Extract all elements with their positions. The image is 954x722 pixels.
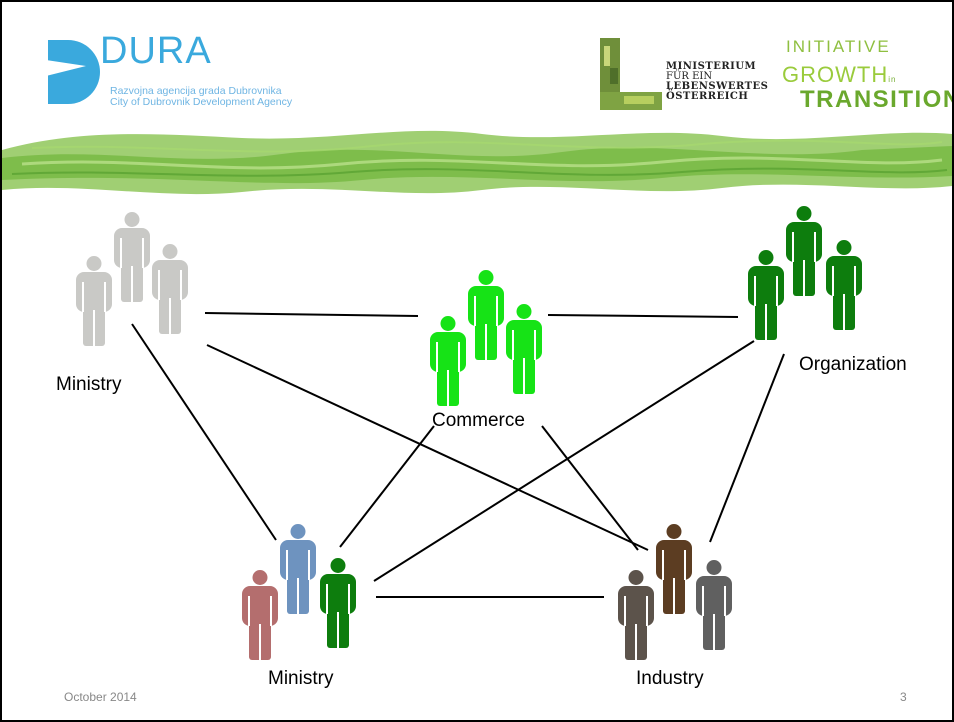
person-icon <box>280 524 316 614</box>
person-icon <box>468 270 504 360</box>
person-icon <box>76 256 112 346</box>
connection-line <box>547 314 739 318</box>
person-icon <box>320 558 356 648</box>
footer-date: October 2014 <box>64 690 137 704</box>
label-industry: Industry <box>636 668 704 689</box>
label-commerce: Commerce <box>432 410 525 431</box>
ministry-line-1: MINISTERIUM <box>666 61 757 72</box>
connection-line <box>131 323 277 541</box>
ministry-line-2: FÜR EIN <box>666 71 713 82</box>
connection-line <box>709 353 785 543</box>
ministry-line-4: ÖSTERREICH <box>666 91 749 102</box>
group-ministry-bottom <box>242 524 356 660</box>
transition-word: TRANSITION <box>800 86 954 113</box>
person-icon <box>114 212 150 302</box>
ministry-logo-text: MINISTERIUM FÜR EIN LEBENSWERTES ÖSTERRE… <box>666 62 768 102</box>
person-icon <box>826 240 862 330</box>
green-leaf-band <box>2 130 952 195</box>
label-ministry-top: Ministry <box>56 374 122 395</box>
person-icon <box>152 244 188 334</box>
ministry-line-3: LEBENSWERTES <box>666 81 769 92</box>
person-icon <box>786 206 822 296</box>
connection-line <box>541 425 639 551</box>
person-icon <box>618 570 654 660</box>
group-ministry-top <box>76 212 188 346</box>
group-organization <box>748 206 862 340</box>
dura-logo-mark <box>46 40 100 104</box>
person-icon <box>430 316 466 406</box>
label-ministry-bottom: Ministry <box>268 668 334 689</box>
dura-title: DURA <box>100 30 212 72</box>
person-icon <box>506 304 542 394</box>
group-commerce <box>430 270 542 406</box>
ministry-logo-mark <box>600 38 662 110</box>
connection-line <box>339 425 435 548</box>
connection-lines <box>131 312 785 598</box>
connection-line <box>204 312 419 317</box>
initiative-word: INITIATIVE <box>786 37 891 56</box>
footer-page-number: 3 <box>900 690 907 704</box>
person-icon <box>748 250 784 340</box>
label-organization: Organization <box>799 354 907 375</box>
person-icon <box>242 570 278 660</box>
dura-subtitle-en: City of Dubrovnik Development Agency <box>110 96 293 108</box>
dura-subtitle-hr: Razvojna agencija grada Dubrovnika <box>110 85 282 97</box>
growth-mark: in <box>888 75 897 84</box>
dura-subtitle: Razvojna agencija grada Dubrovnika City … <box>110 86 350 108</box>
person-icon <box>696 560 732 650</box>
group-industry <box>618 524 732 660</box>
growth-word-text: GROWTH <box>782 62 889 87</box>
connection-line <box>373 340 755 582</box>
person-icon <box>656 524 692 614</box>
connection-line <box>206 344 649 551</box>
growth-word: GROWTHin <box>782 62 896 88</box>
